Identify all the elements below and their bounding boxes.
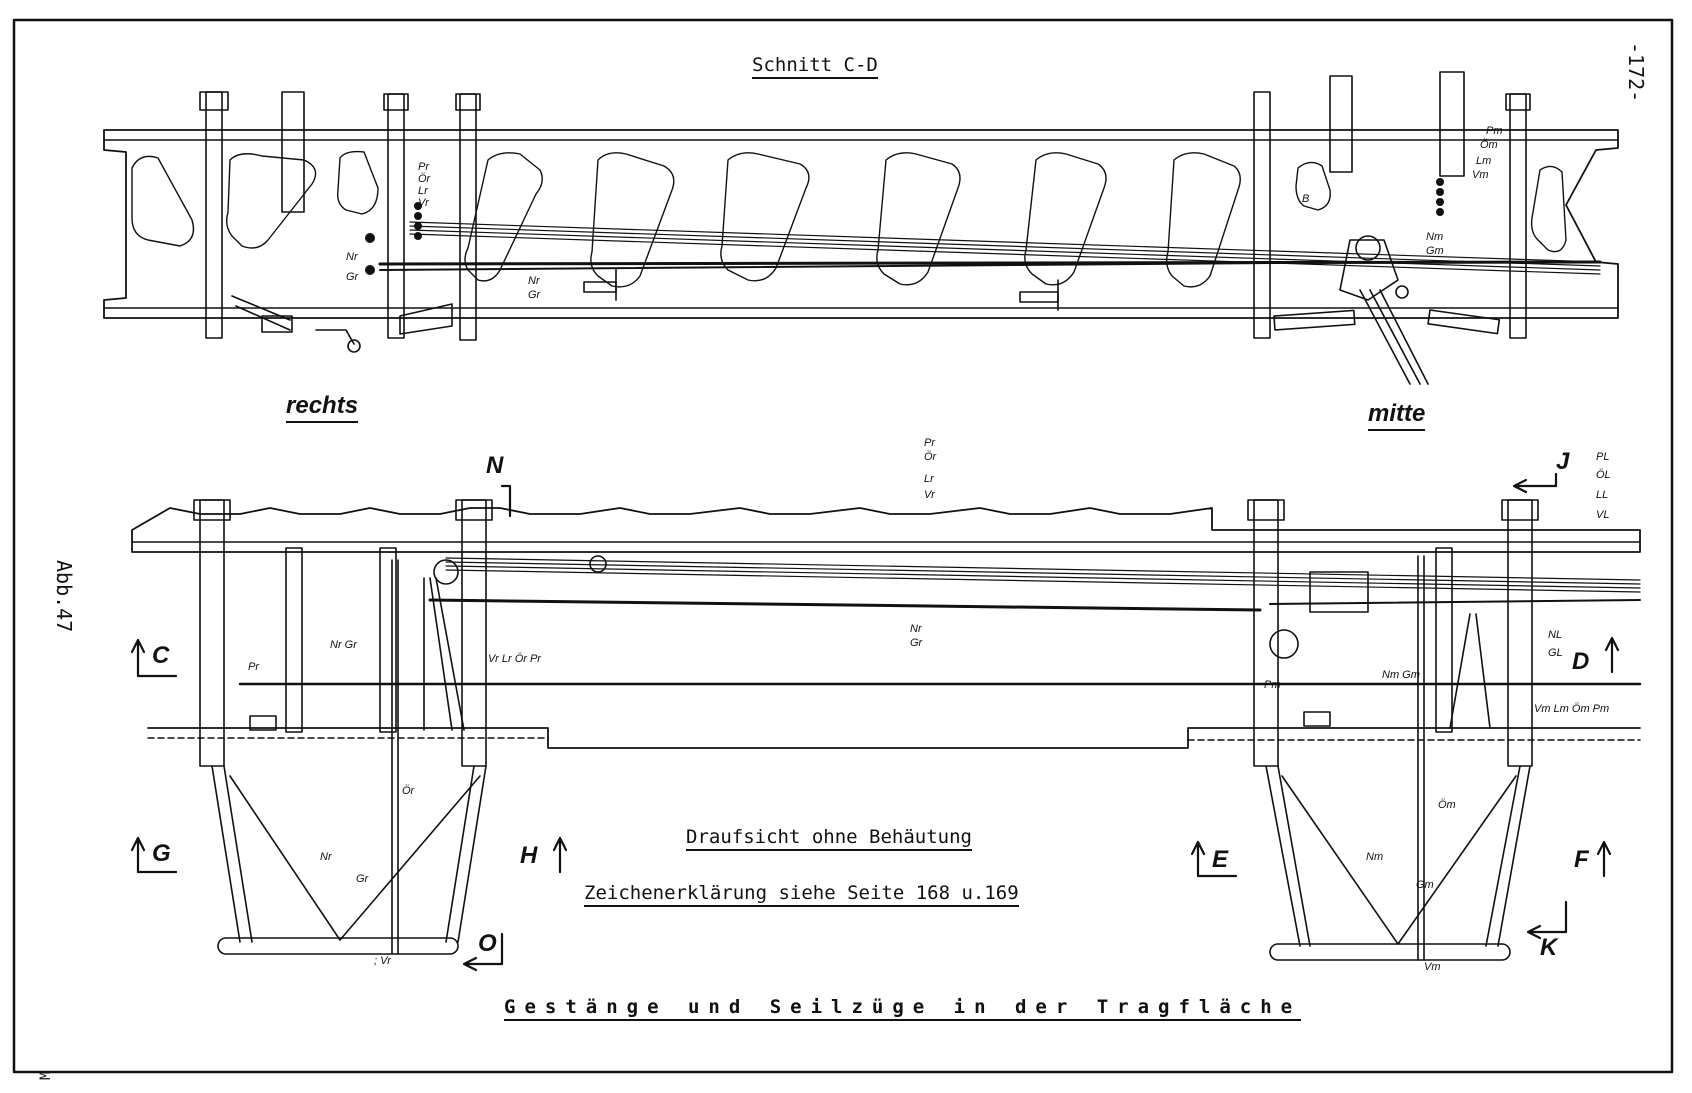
marker-h: H bbox=[520, 842, 538, 869]
cable-label: Pm bbox=[1264, 679, 1281, 691]
page-frame bbox=[12, 18, 1674, 1074]
marker-n: N bbox=[486, 452, 504, 479]
cable-label: Ör bbox=[418, 173, 431, 185]
cable-label: Vr bbox=[418, 197, 429, 209]
cable-label: Vm bbox=[1472, 169, 1489, 181]
cable-label: Lr bbox=[418, 185, 428, 197]
section-levers bbox=[231, 235, 1501, 385]
plan-title: Draufsicht ohne Behäutung bbox=[686, 826, 972, 851]
label-mitte: mitte bbox=[1368, 400, 1426, 431]
cable-label: Nr bbox=[320, 851, 332, 863]
section-title: Schnitt C-D bbox=[752, 54, 878, 79]
section-cd-drawing bbox=[103, 71, 1619, 385]
cable-label: Gr bbox=[910, 637, 923, 649]
cable-label: Öm bbox=[1480, 139, 1498, 151]
cable-label: Ör bbox=[402, 785, 415, 797]
cable-label: Nr bbox=[346, 251, 358, 263]
label-rechts: rechts bbox=[286, 392, 359, 423]
plan-cable-runs bbox=[238, 557, 1642, 686]
cable-label: Vr bbox=[924, 489, 935, 501]
cable-label: Gr bbox=[528, 289, 541, 301]
cable-label: PL bbox=[1596, 451, 1610, 463]
cable-label: Nm bbox=[1426, 231, 1444, 243]
cable-label: VL bbox=[1596, 509, 1610, 521]
corner-mark: M bbox=[38, 1071, 54, 1080]
plan-view-drawing bbox=[131, 499, 1642, 961]
cable-label: B bbox=[1302, 193, 1310, 205]
cable-label: ; Vr bbox=[374, 955, 391, 967]
cable-label: LL bbox=[1596, 489, 1609, 501]
plan-ribs-right bbox=[193, 499, 493, 767]
cable-label: Pr bbox=[924, 437, 935, 449]
cable-label: Vr Lr Ör Pr bbox=[488, 653, 541, 665]
cable-label: Pr bbox=[418, 161, 429, 173]
marker-e: E bbox=[1212, 846, 1229, 873]
cable-label: ÖL bbox=[1596, 469, 1611, 481]
page-number: -172- bbox=[1624, 42, 1648, 103]
cable-label: Gm bbox=[1416, 879, 1434, 891]
cable-label: Nm Gm bbox=[1382, 669, 1420, 681]
legend-note: Zeichenerklärung siehe Seite 168 u.169 bbox=[584, 882, 1019, 907]
cable-label: Nr bbox=[910, 623, 922, 635]
section-uprights-right bbox=[199, 91, 481, 341]
cable-label: Nm bbox=[1366, 851, 1384, 863]
cable-label: Vm Lm Öm Pm bbox=[1534, 703, 1610, 715]
plan-strut-mid bbox=[1265, 555, 1531, 961]
section-uprights-mid bbox=[1253, 71, 1531, 339]
marker-c: C bbox=[152, 642, 170, 669]
marker-g: G bbox=[152, 840, 171, 867]
plan-strut-right bbox=[211, 559, 487, 955]
cable-label: Öm bbox=[1438, 799, 1456, 811]
marker-o: O bbox=[478, 930, 497, 957]
cable-label: Ör bbox=[924, 451, 937, 463]
cable-label: Vm bbox=[1424, 961, 1441, 973]
cable-label: Pm bbox=[1486, 125, 1503, 137]
cable-label: Lr bbox=[924, 473, 934, 485]
section-arrows bbox=[130, 472, 1620, 972]
marker-d: D bbox=[1572, 648, 1590, 675]
marker-k: K bbox=[1540, 934, 1558, 961]
marker-f: F bbox=[1574, 846, 1589, 873]
cable-label: Gr bbox=[356, 873, 369, 885]
section-cable-bundle bbox=[378, 221, 1602, 275]
cable-label: Nr Gr bbox=[330, 639, 357, 651]
section-fixings bbox=[365, 178, 1444, 275]
figure-label: Abb.47 bbox=[52, 560, 76, 633]
cable-label: GL bbox=[1548, 647, 1563, 659]
marker-j: J bbox=[1556, 448, 1570, 475]
cable-label: NL bbox=[1548, 629, 1563, 641]
cable-label: Gm bbox=[1426, 245, 1444, 257]
cable-label: Gr bbox=[346, 271, 359, 283]
cable-label: Lm bbox=[1476, 155, 1492, 167]
cable-label: Nr bbox=[528, 275, 540, 287]
plan-pulleys bbox=[249, 555, 1491, 731]
cable-label: Pr bbox=[248, 661, 259, 673]
main-title: Gestänge und Seilzüge in der Tragfläche bbox=[504, 996, 1302, 1021]
